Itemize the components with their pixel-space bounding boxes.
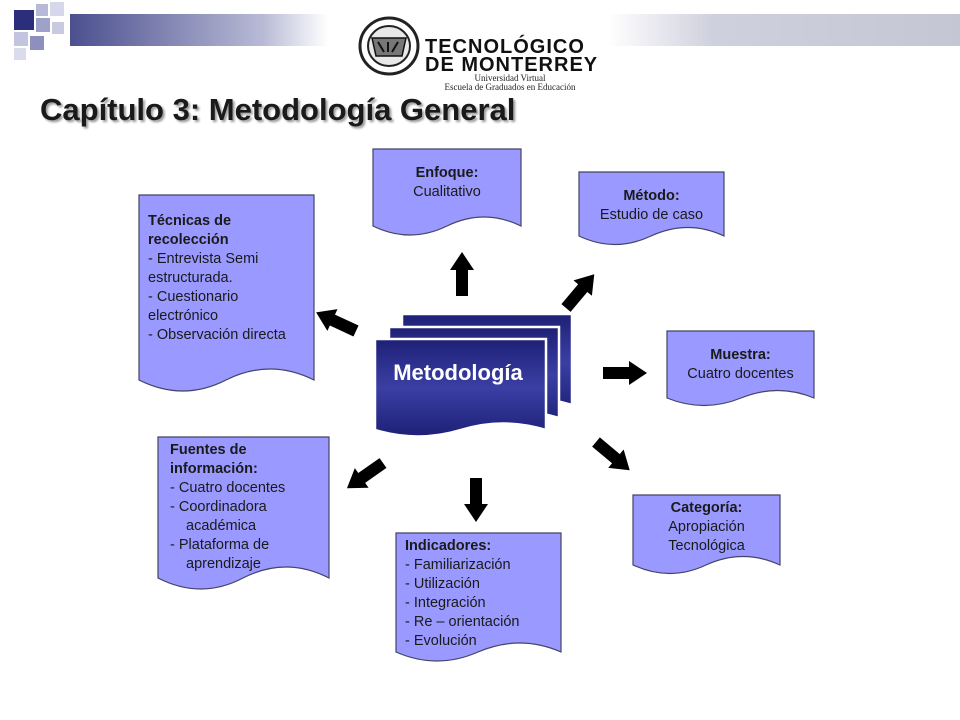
arrow-to-indicadores [464, 478, 488, 522]
box-tecnicas [138, 194, 315, 392]
node-title: Fuentes de información: [170, 442, 258, 477]
seal-icon [358, 16, 420, 76]
arrow-to-categoria [592, 437, 630, 471]
node-line: - Re – orientación [405, 614, 520, 630]
node-line: - Observación directa [148, 327, 286, 343]
box-indicadores [395, 532, 562, 662]
node-line: - Utilización [405, 576, 480, 592]
node-line: - Entrevista Semi [148, 251, 259, 267]
node-metodo: Método: Estudio de caso [581, 187, 722, 225]
node-line: Tecnológica [668, 538, 745, 554]
node-title: Categoría: [670, 500, 743, 516]
logo-title-line2: DE MONTERREY [425, 54, 599, 76]
arrow-to-fuentes [346, 458, 387, 489]
node-line: - Integración [405, 595, 486, 611]
node-line: - Cuestionario [148, 289, 239, 305]
deco-square [36, 4, 48, 16]
header-bar-left [70, 14, 328, 46]
page-title: Capítulo 3: Metodología General [40, 92, 516, 127]
box-fuentes [157, 436, 330, 590]
logo-subtitle-2: Escuela de Graduados en Educación [444, 82, 576, 92]
node-title: Muestra: [710, 347, 771, 363]
node-title: Enfoque: [415, 165, 479, 181]
node-categoria: Categoría: Apropiación Tecnológica [635, 499, 778, 556]
node-line: - Familiarización [405, 557, 511, 573]
arrow-to-muestra [603, 361, 647, 385]
node-line: Estudio de caso [599, 207, 704, 223]
deco-square [14, 48, 26, 60]
deco-square [50, 2, 64, 16]
logo-title-line1: TECNOLÓGICO [425, 36, 585, 58]
deco-square [30, 36, 44, 50]
box-muestra [666, 330, 815, 407]
node-muestra: Muestra: Cuatro docentes [669, 346, 812, 384]
node-line: - Evolución [405, 633, 477, 649]
deco-square [14, 32, 28, 46]
node-title: Indicadores: [405, 538, 492, 554]
node-line: electrónico [148, 308, 219, 324]
node-fuentes: Fuentes de información: - Cuatro docente… [170, 441, 325, 574]
box-enfoque [372, 148, 522, 236]
deco-square [52, 22, 64, 34]
center-label: Metodología [393, 360, 523, 385]
deco-square [14, 10, 34, 30]
box-metodo [578, 171, 725, 245]
logo-subtitle-1: Universidad Virtual [474, 73, 546, 83]
node-title: Técnicas de recolección [148, 213, 232, 248]
node-line: Cuatro docentes [687, 366, 794, 382]
node-line: Cualitativo [413, 184, 481, 200]
node-indicadores: Indicadores: - Familiarización - Utiliza… [405, 537, 559, 651]
node-line: estructurada. [148, 270, 233, 286]
node-line: - Cuatro docentes [170, 480, 286, 496]
node-tecnicas: Técnicas de recolección - Entrevista Sem… [148, 212, 312, 345]
box-categoria [632, 494, 781, 574]
arrow-to-tecnicas [316, 309, 359, 337]
deco-square [36, 18, 50, 32]
node-line: Apropiación [668, 519, 745, 535]
arrow-to-enfoque [450, 252, 474, 296]
center-document-stack [373, 312, 574, 438]
node-title: Método: [623, 188, 680, 204]
node-enfoque: Enfoque: Cualitativo [375, 164, 519, 202]
node-line: - Plataforma de aprendizaje [170, 537, 270, 572]
node-line: - Coordinadora académica [170, 499, 267, 534]
arrow-to-metodo [561, 274, 595, 312]
header-bar-right [608, 14, 960, 46]
